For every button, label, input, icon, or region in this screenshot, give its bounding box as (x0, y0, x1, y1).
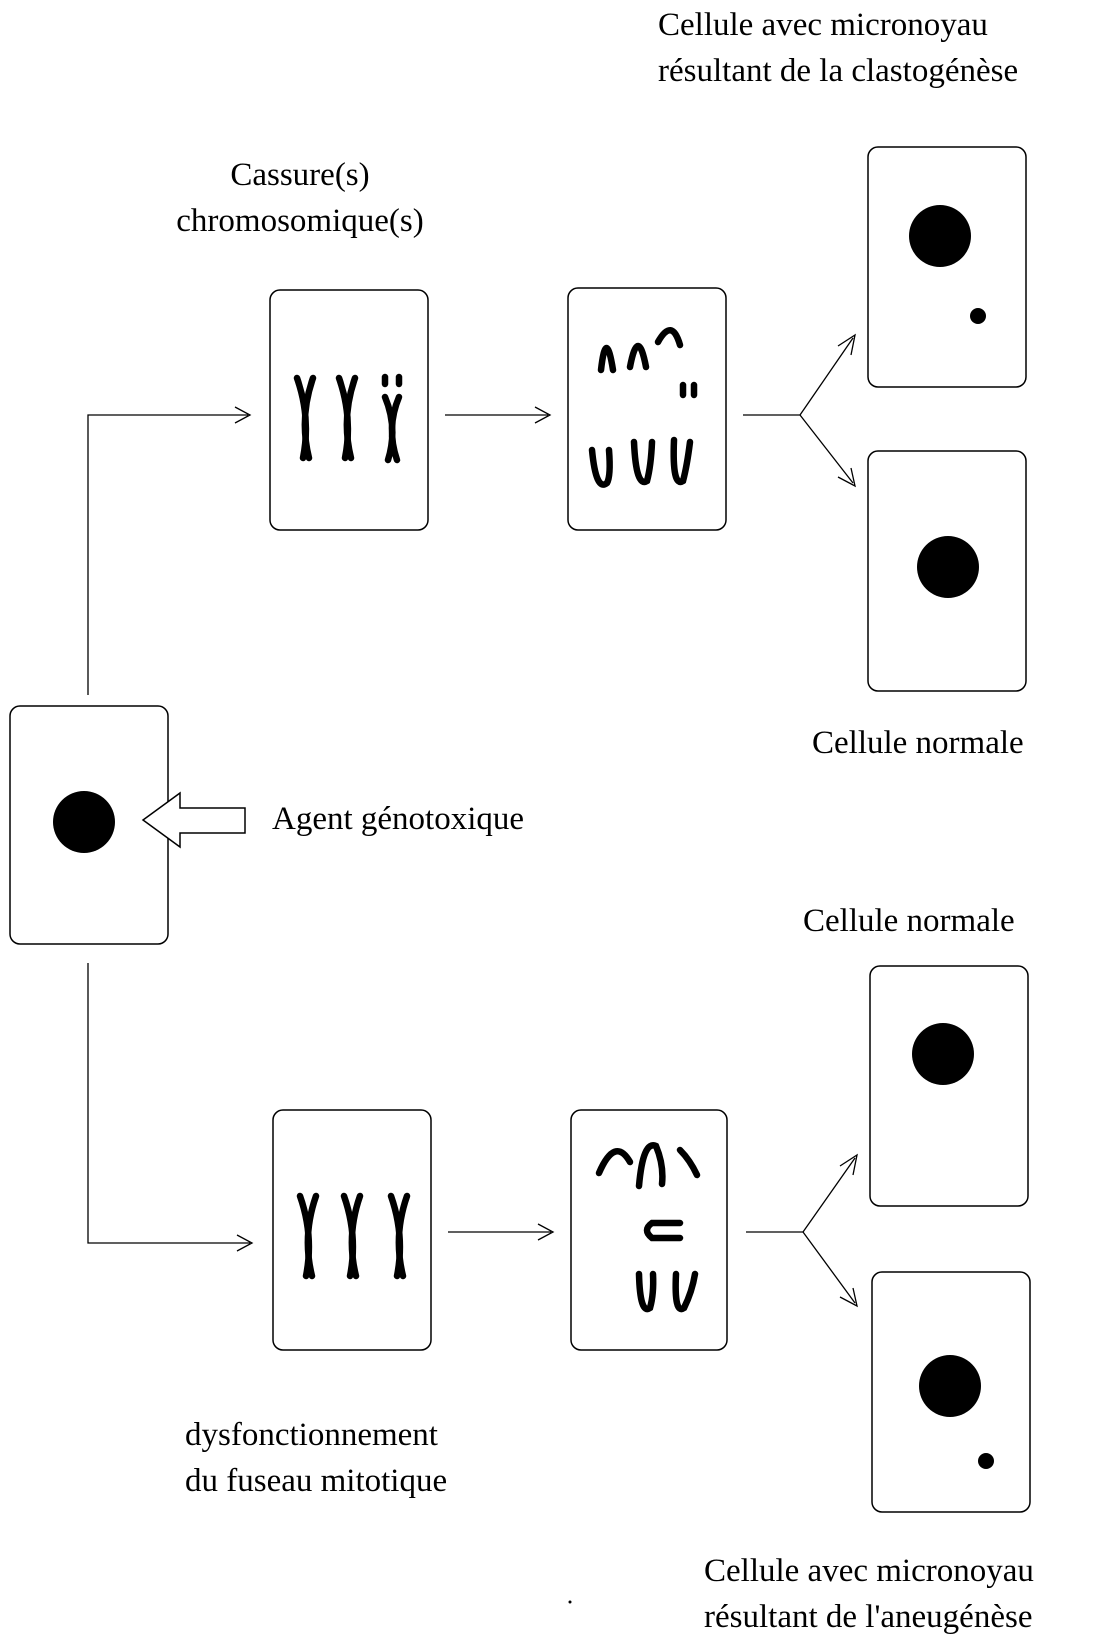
chromatid-bottom-1 (588, 446, 613, 488)
chromosome-2 (335, 374, 359, 462)
initial-cell (9, 705, 169, 945)
chromosome-3 (387, 1192, 411, 1280)
aneugenesis-label: Cellule avec micronoyau résultant de l'a… (704, 1553, 1034, 1635)
nucleus (919, 1355, 981, 1417)
micronucleus (970, 308, 986, 324)
chromatid-bottom-3 (670, 436, 694, 486)
genotoxic-agent-label: Agent génotoxique (272, 801, 525, 837)
chromosome-1 (293, 374, 317, 462)
branch-connectors (87, 333, 858, 1308)
chromosome-1 (296, 1192, 320, 1280)
normal-cell-bottom-label: Cellule normale (803, 903, 1015, 939)
chromosome-2 (340, 1192, 364, 1280)
chromatid-top-3 (654, 327, 684, 349)
breakage-anaphase-cell (567, 287, 727, 531)
acentric-fragment (679, 381, 698, 399)
spindle-dysfunction-label: dysfonctionnement du fuseau mitotique (185, 1417, 448, 1499)
normal-cell-top-label: Cellule normale (812, 725, 1024, 761)
clastogenesis-micronucleus-cell (867, 146, 1027, 388)
chromatid-bottom-2 (672, 1270, 699, 1313)
spindle-anaphase-cell (570, 1109, 728, 1351)
lagging-chromosome (643, 1219, 684, 1242)
nucleus (917, 536, 979, 598)
chromatid-top-2 (626, 342, 650, 371)
broken-chromosome (381, 373, 403, 464)
agent-arrow-icon (141, 791, 246, 849)
normal-cell-top (867, 450, 1027, 692)
breakage-metaphase-cell (269, 289, 429, 531)
clastogenesis-label: Cellule avec micronoyau résultant de la … (658, 7, 1019, 89)
nucleus (53, 791, 115, 853)
nucleus (912, 1023, 974, 1085)
chromatid-top-3 (676, 1146, 701, 1179)
nucleus (909, 205, 971, 267)
chromatid-top-1 (597, 344, 617, 374)
chromatid-top-1 (595, 1148, 634, 1177)
spindle-metaphase-cell (272, 1109, 432, 1351)
normal-cell-bottom (869, 965, 1029, 1207)
chromosome-breakage-label: Cassure(s) chromosomique(s) (176, 157, 424, 239)
chromatid-bottom-1 (635, 1270, 657, 1313)
chromatid-top-2 (635, 1142, 666, 1190)
stray-dot (568, 1600, 572, 1604)
chromatid-bottom-2 (630, 438, 656, 486)
micronucleus (978, 1453, 994, 1469)
aneugenesis-micronucleus-cell (871, 1271, 1031, 1513)
